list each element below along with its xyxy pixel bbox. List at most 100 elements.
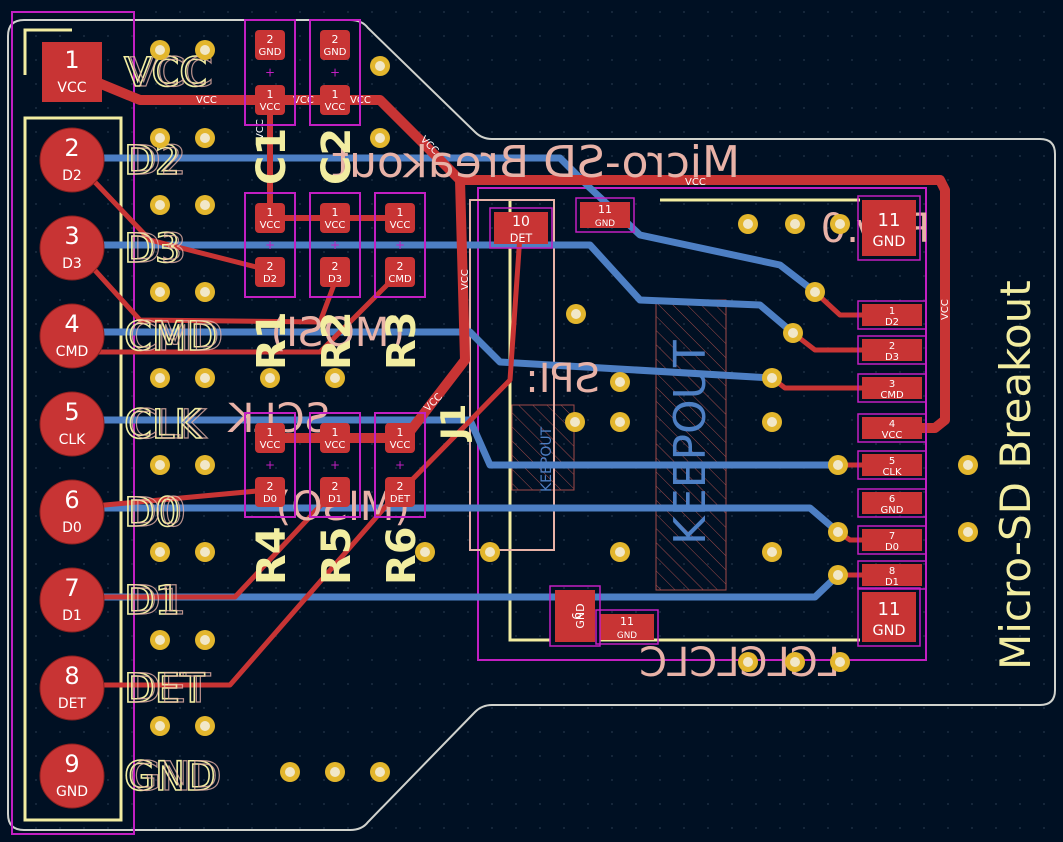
via — [370, 762, 390, 782]
header-pad-round — [39, 391, 105, 457]
smd-pad-number: 2 — [397, 260, 404, 273]
via — [762, 542, 782, 562]
silk-label-cmd: CMD — [124, 314, 217, 360]
via — [785, 214, 805, 234]
resistor-r1-pad-2: 2D2 — [255, 257, 285, 287]
smd-pad-number: 2 — [332, 33, 339, 46]
header-pin-net: D3 — [62, 256, 82, 272]
resistor-r4-origin: + — [265, 458, 275, 472]
via — [325, 368, 345, 388]
via — [480, 542, 500, 562]
sd-pad-copper — [862, 529, 922, 551]
silk-label-d3: D3 — [124, 226, 180, 272]
via — [738, 214, 758, 234]
smd-pad — [255, 423, 285, 453]
capacitor-c2-origin: + — [330, 66, 340, 80]
via — [762, 412, 782, 432]
via — [325, 762, 345, 782]
resistor-r2-origin: + — [330, 238, 340, 252]
sd-gnd-pad-top-right-number: 11 — [878, 210, 901, 231]
resistor-r2-pad-2: 2D3 — [320, 257, 350, 287]
via — [415, 542, 435, 562]
resistor-ref-r1: R1 — [249, 311, 295, 370]
net-label-vcc-1: VCC — [196, 95, 217, 106]
top-trace-d2 — [69, 155, 271, 273]
top-trace-d3 — [69, 242, 338, 325]
top-trace-cmd — [69, 269, 403, 355]
via-group — [150, 40, 978, 782]
bottom-silk-box — [469, 199, 555, 551]
sd-pad-number: 3 — [889, 379, 895, 390]
resistor-ref-r3: R3 — [379, 311, 425, 370]
resistor-ref-r2: R2 — [314, 311, 360, 370]
top-silk-title: Micro-SD Breakout — [991, 280, 1040, 670]
smd-pad — [320, 30, 350, 60]
via — [150, 455, 170, 475]
sd-pad-net: D3 — [885, 352, 899, 363]
header-silk-outline — [23, 116, 123, 822]
sd-pad-courtyard — [857, 525, 927, 555]
resistor-ref-r6: R6 — [379, 526, 425, 585]
smd-pad-net: D2 — [263, 274, 277, 285]
via — [195, 630, 215, 650]
via — [828, 565, 848, 585]
sd-gnd-pad-top-number: 11 — [598, 203, 612, 216]
smd-pad — [320, 203, 350, 233]
smd-pad — [320, 85, 350, 115]
header-pad-round — [39, 303, 105, 369]
via — [805, 282, 825, 302]
resistor-ref-r5: R5 — [314, 526, 360, 585]
header-pad-round — [39, 127, 105, 193]
header-pin-net: GND — [56, 784, 88, 800]
sd-pad-copper — [862, 492, 922, 514]
via — [958, 522, 978, 542]
net-label-vcc-7: VCC — [940, 299, 951, 320]
sd-pad-d2: 1D2 — [857, 300, 927, 330]
header-pin-number: 3 — [64, 222, 79, 250]
resistor-r5-origin: + — [330, 458, 340, 472]
sd-pad-number: 4 — [889, 419, 895, 430]
bottom-trace-d1 — [68, 571, 842, 601]
silk-label-det-bottom: DET — [130, 666, 211, 712]
silk-label-gnd: GND — [124, 754, 216, 800]
smd-pad-number: 2 — [397, 480, 404, 493]
keepout-zone-small — [511, 404, 575, 491]
header-silk-labels: VCCVCCD2D2D3D3CMDCMDCLKCLKD0D0D1D1DETDET… — [123, 49, 224, 801]
header-pad-round — [39, 479, 105, 545]
header-pin-number: 9 — [64, 750, 79, 778]
smd-pad — [255, 477, 285, 507]
bottom-trace-d3 — [68, 241, 797, 337]
smd-pad-number: 1 — [267, 88, 274, 101]
sd-gnd-pad-bottom-right-number: 11 — [878, 599, 901, 620]
smd-pad-number: 1 — [397, 206, 404, 219]
smd-pad-net: VCC — [390, 220, 411, 231]
resistor-ref-r4: R4 — [249, 526, 295, 585]
net-label-vcc-2: VCC — [293, 95, 314, 106]
sd-pad-copper — [862, 454, 922, 476]
sd-pad-copper — [862, 417, 922, 439]
header-pin-net: CLK — [59, 432, 87, 448]
sd-pad-copper — [862, 339, 922, 361]
sd-pad-net: CLK — [882, 467, 902, 478]
silk-label-d1-bottom: D1 — [130, 578, 186, 624]
sd-gnd-pad-9-net: GND — [574, 603, 587, 628]
smd-pad-net: VCC — [325, 102, 346, 113]
net-label-vcc-9: VCC — [255, 119, 266, 140]
header-pad-round — [39, 215, 105, 281]
header-pin-number: 8 — [64, 662, 79, 690]
via — [610, 412, 630, 432]
smd-pad — [385, 257, 415, 287]
via — [370, 128, 390, 148]
